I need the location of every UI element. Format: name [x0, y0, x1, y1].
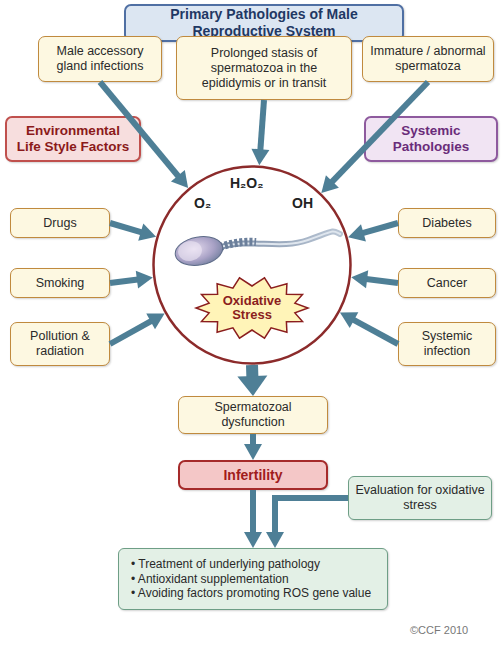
flow-arrow [237, 365, 267, 396]
arrow-head [136, 271, 153, 289]
arrow-head [244, 444, 262, 460]
flow-arrow [244, 434, 262, 460]
evaluation-box: Evaluation for oxidative stress [348, 476, 492, 520]
node-text: Systemic infection [404, 329, 490, 359]
node-text: Pollution & radiation [16, 329, 104, 359]
node-text: Smoking [36, 276, 85, 291]
flow-arrow [110, 271, 153, 289]
flow-arrow [340, 312, 398, 344]
arrow-shaft [353, 320, 398, 344]
outcome-box: Spermatozoal dysfunction [178, 396, 328, 434]
arrow-shaft [250, 490, 256, 533]
pathology-box: Prolonged stasis of spermatozoa in the e… [176, 36, 352, 100]
flow-arrow [244, 490, 262, 548]
arrow-shaft [366, 279, 398, 283]
node-text: • Antioxidant supplementation [131, 572, 289, 586]
sperm-head [173, 233, 225, 269]
arrow-shaft [260, 100, 264, 150]
pathology-box: Male accessory gland infections [38, 36, 162, 82]
category-box: Systemic Pathologies [364, 116, 498, 162]
pathology-box: Systemic infection [398, 322, 496, 366]
pathology-box: Cancer [398, 268, 496, 298]
flow-arrow [348, 223, 398, 242]
arrow-head [351, 270, 368, 288]
node-text: Infertility [223, 467, 282, 484]
arrow-shaft [110, 321, 152, 344]
flow-arrow [100, 82, 188, 188]
arrow-shaft [110, 223, 142, 232]
arrow-shaft [332, 82, 428, 182]
arrow-head [251, 149, 269, 166]
node-text: Oxidative Stress [217, 294, 287, 323]
oxidative-circle: O₂ H₂O₂ OH Oxidative Stress [152, 165, 352, 365]
sperm-acrosome [176, 239, 203, 263]
node-text: Evaluation for oxidative stress [355, 483, 485, 513]
arrow-head [321, 175, 339, 193]
factor-box: Drugs [10, 208, 110, 238]
node-text: Immature / abnormal spermatoza [368, 44, 488, 74]
node-text: • Avoiding factors promoting ROS gene va… [131, 586, 371, 600]
circle-shape [154, 167, 351, 364]
flow-arrow [351, 270, 398, 288]
node-text: Primary Pathologies of Male Reproductive… [126, 6, 402, 40]
sperm-midpiece [220, 242, 256, 247]
node-text: H₂O₂ [230, 175, 263, 192]
arrow-head [266, 532, 284, 548]
factor-box: Pollution & radiation [10, 322, 110, 366]
arrow-shaft [110, 279, 138, 283]
copyright-label: ©CCF 2010 [410, 624, 468, 636]
arrow-shaft [275, 498, 348, 533]
treatment-box: • Treatment of underlying pathology• Ant… [118, 548, 388, 610]
arrow-head [237, 376, 267, 396]
node-text: Diabetes [422, 216, 471, 231]
starburst-shape [196, 278, 308, 338]
arrow-head [138, 223, 156, 240]
arrow-head [171, 170, 188, 188]
node-text: Systemic Pathologies [372, 123, 490, 155]
arrow-shaft [250, 434, 256, 445]
arrow-shaft [100, 82, 179, 177]
sperm-tail [220, 232, 340, 247]
node-text: Male accessory gland infections [44, 44, 156, 74]
flow-arrow [321, 82, 428, 193]
pathology-box: Immature / abnormal spermatoza [362, 36, 494, 82]
node-text: Spermatozoal dysfunction [184, 400, 322, 430]
flow-arrow [251, 100, 269, 165]
pathology-box: Diabetes [398, 208, 496, 238]
node-text: Drugs [43, 216, 76, 231]
factor-box: Smoking [10, 268, 110, 298]
flow-arrow [110, 314, 165, 344]
sperm-tail-highlight [220, 232, 340, 247]
node-text: Cancer [427, 276, 467, 291]
arrow-head [244, 532, 262, 548]
outcome-box: Infertility [178, 460, 328, 490]
arrow-head [348, 224, 366, 241]
node-text: O₂ [194, 195, 211, 212]
node-text: Environmental Life Style Factors [13, 123, 133, 155]
circle-outline [152, 165, 352, 365]
flow-arrow [266, 498, 348, 548]
flow-arrow [110, 223, 156, 241]
arrow-shaft [363, 223, 398, 233]
oxidative-starburst: Oxidative Stress [196, 277, 308, 339]
arrow-head [146, 314, 164, 330]
arrow-shaft [246, 365, 258, 377]
node-text: Prolonged stasis of spermatozoa in the e… [182, 46, 346, 91]
category-box: Environmental Life Style Factors [5, 116, 141, 162]
node-text: • Treatment of underlying pathology [131, 557, 320, 571]
node-text: OH [292, 195, 313, 212]
arrow-head [340, 312, 358, 328]
